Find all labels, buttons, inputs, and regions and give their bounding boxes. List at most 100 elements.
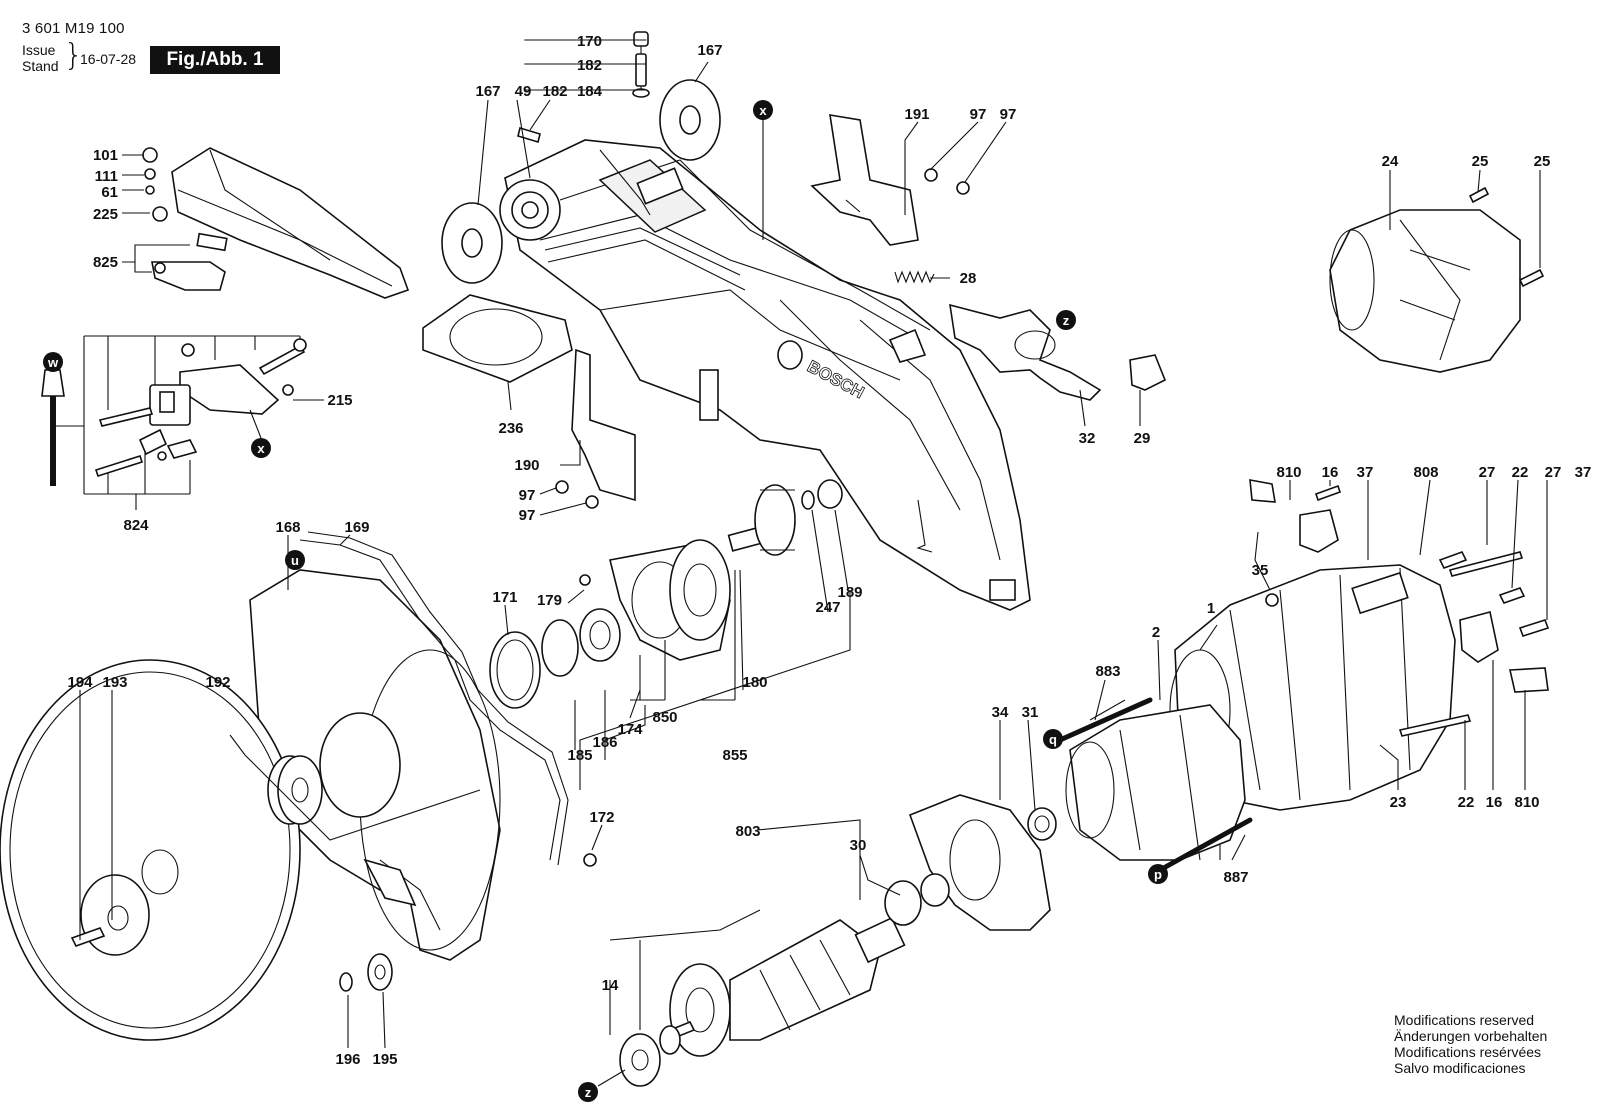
callout-182: 182 [577, 57, 602, 74]
callout-855: 855 [722, 747, 747, 764]
switch-assembly-part [83, 335, 307, 495]
svg-text:q: q [1049, 732, 1057, 747]
callout-825: 825 [93, 254, 118, 271]
callout-97-c: 97 [519, 487, 536, 504]
callout-184: 184 [577, 83, 603, 100]
callout-34: 34 [992, 704, 1009, 721]
svg-text:z: z [1063, 313, 1070, 328]
callout-172: 172 [589, 809, 614, 826]
callout-808: 808 [1413, 464, 1438, 481]
stand-label: Stand [22, 58, 59, 74]
armature-part [619, 873, 950, 1087]
callout-22-top: 22 [1512, 464, 1529, 481]
modifications-note-fr: Modifications resérvées [1394, 1044, 1542, 1060]
leader-lines [79, 39, 1548, 1049]
callout-810-top: 810 [1276, 464, 1301, 481]
callout-215: 215 [327, 392, 352, 409]
callout-803: 803 [735, 823, 760, 840]
callout-28: 28 [960, 270, 977, 287]
callout-824: 824 [123, 517, 149, 534]
spindle-parts [489, 479, 843, 709]
callout-61: 61 [101, 184, 118, 201]
base-plate-part [422, 294, 573, 383]
callout-16-bottom: 16 [1486, 794, 1503, 811]
callout-111: 111 [95, 168, 118, 185]
issue-label: Issue [22, 42, 56, 58]
callout-167-right: 167 [697, 42, 722, 59]
callout-247: 247 [815, 599, 840, 616]
marker-u: u [285, 550, 305, 570]
callout-1: 1 [1207, 600, 1215, 617]
motor-cap-part [1329, 186, 1545, 373]
callout-887: 887 [1223, 869, 1248, 886]
callout-97-a: 97 [970, 106, 987, 123]
callout-27-a: 27 [1479, 464, 1496, 481]
callout-180: 180 [742, 674, 767, 691]
callout-191: 191 [904, 106, 929, 123]
guard-cover-part [142, 147, 410, 299]
callout-22-bottom: 22 [1458, 794, 1475, 811]
callout-30: 30 [850, 837, 867, 854]
callout-810-bottom: 810 [1514, 794, 1539, 811]
pin-and-washer-parts [441, 31, 721, 284]
motor-housing-arm-part: BOSCH [499, 139, 1031, 611]
callout-2: 2 [1152, 624, 1160, 641]
power-cord-part [41, 369, 84, 486]
callout-195: 195 [372, 1051, 397, 1068]
callout-49: 49 [515, 83, 532, 100]
marker-z-right: z [1056, 310, 1076, 330]
callout-186: 186 [592, 734, 617, 751]
svg-text:w: w [47, 355, 59, 370]
callout-25-a: 25 [1472, 153, 1489, 170]
callout-25-b: 25 [1534, 153, 1551, 170]
saw-blade-part [0, 659, 393, 1041]
callout-174: 174 [617, 721, 643, 738]
fan-housing-part [908, 794, 1057, 931]
issue-date: 16-07-28 [80, 51, 137, 67]
callout-27-b: 27 [1545, 464, 1562, 481]
blade-guard-part [249, 531, 597, 961]
callout-169: 169 [344, 519, 369, 536]
callout-16-top: 16 [1322, 464, 1339, 481]
part-number: 3 601 M19 100 [22, 20, 125, 37]
callout-182-arm: 182 [542, 83, 567, 100]
modifications-note: Modifications reserved Änderungen vorbeh… [1394, 1012, 1547, 1076]
callout-194: 194 [67, 674, 93, 691]
callout-31: 31 [1022, 704, 1039, 721]
callout-196: 196 [335, 1051, 360, 1068]
callout-101: 101 [93, 147, 118, 164]
callout-32: 32 [1079, 430, 1096, 447]
callout-29: 29 [1134, 430, 1151, 447]
svg-text:p: p [1154, 867, 1162, 882]
callout-labels: 170 182 184 167 167 49 182 191 97 97 101… [67, 33, 1591, 1068]
letter-markers: x x w z u q p z [43, 100, 1168, 1102]
callout-14: 14 [602, 977, 619, 994]
marker-x-left: x [249, 409, 271, 458]
marker-x-top: x [753, 100, 773, 240]
callout-37-top: 37 [1357, 464, 1374, 481]
callout-167-left: 167 [475, 83, 500, 100]
callout-883: 883 [1095, 663, 1120, 680]
spring-clamp-parts [894, 270, 1167, 401]
modifications-note-en: Modifications reserved [1394, 1012, 1535, 1028]
callout-179: 179 [537, 592, 562, 609]
svg-text:z: z [585, 1085, 592, 1100]
callout-185: 185 [567, 747, 592, 764]
modifications-note-es: Salvo modificaciones [1394, 1060, 1526, 1076]
field-stator-part [1057, 697, 1253, 873]
callout-97-d: 97 [519, 507, 536, 524]
callout-23: 23 [1390, 794, 1407, 811]
callout-192: 192 [205, 674, 230, 691]
issue-stand-label: Issue Stand [22, 42, 59, 74]
callout-35: 35 [1252, 562, 1269, 579]
callout-171: 171 [492, 589, 517, 606]
modifications-note-de: Änderungen vorbehalten [1394, 1028, 1548, 1044]
callout-190: 190 [514, 457, 539, 474]
callout-170: 170 [577, 33, 602, 50]
marker-p: p [1148, 864, 1168, 884]
marker-z-bottom: z [578, 1069, 626, 1102]
callout-193: 193 [102, 674, 127, 691]
callout-168: 168 [275, 519, 300, 536]
figure-label: Fig./Abb. 1 [150, 46, 280, 74]
